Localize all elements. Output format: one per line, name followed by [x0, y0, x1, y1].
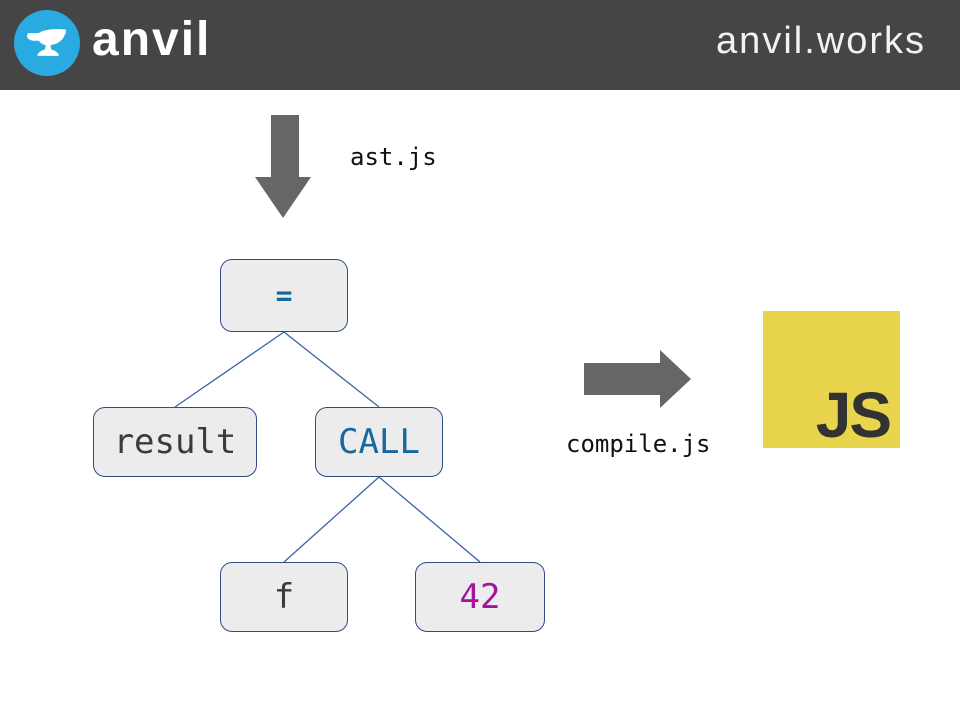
- js-logo: JS: [763, 311, 900, 448]
- ast-js-label: ast.js: [350, 143, 437, 171]
- anvil-icon: [27, 29, 66, 56]
- tree-node-f: f: [220, 562, 348, 632]
- tree-edge-call-42: [378, 476, 481, 563]
- anvil-logo-circle: [14, 10, 80, 76]
- logo-wordmark: anvil: [92, 13, 212, 66]
- tree-edge-assign-call: [283, 331, 380, 408]
- brand-wordmark: anvil.works: [716, 20, 926, 62]
- compile-js-label: compile.js: [566, 430, 711, 458]
- tree-edge-assign-result: [174, 331, 285, 408]
- anvil-logo: anvil: [14, 10, 211, 76]
- tree-node-42-label: 42: [459, 577, 501, 617]
- right-arrow-icon: [584, 350, 691, 408]
- header-bar: anvil anvil.works: [0, 0, 960, 90]
- tree-edge-call-f: [283, 476, 380, 563]
- tree-node-call-label: CALL: [338, 422, 420, 462]
- tree-node-call: CALL: [315, 407, 443, 477]
- tree-node-42: 42: [415, 562, 545, 632]
- tree-node-result: result: [93, 407, 257, 477]
- tree-node-result-label: result: [113, 422, 237, 462]
- tree-node-f-label: f: [273, 577, 295, 617]
- tree-node-assign-label: =: [275, 278, 293, 312]
- js-logo-text: JS: [815, 379, 892, 452]
- tree-node-assign: =: [220, 259, 348, 332]
- down-arrow-icon: [255, 115, 311, 218]
